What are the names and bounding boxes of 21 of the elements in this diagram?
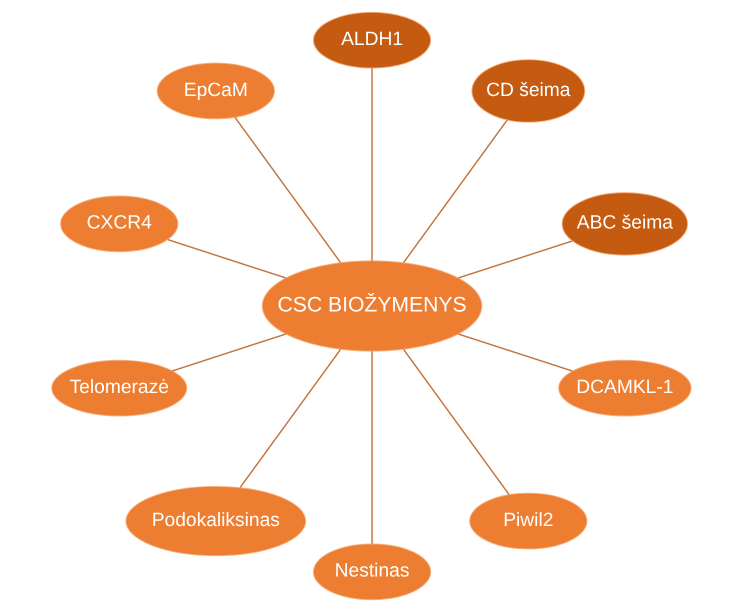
node-ellipse: ABC šeima — [561, 192, 688, 256]
connector — [167, 239, 286, 279]
node-ellipse: DCAMKL-1 — [558, 360, 692, 416]
connector — [234, 117, 341, 263]
node-ellipse: Piwil2 — [468, 492, 587, 550]
connector — [370, 351, 372, 544]
connector — [370, 68, 372, 261]
node-ellipse: Telomerazė — [50, 360, 187, 416]
connector — [402, 349, 510, 495]
connector — [239, 349, 341, 488]
node-ellipse: Podokaliksinas — [124, 486, 306, 556]
node-ellipse: CSC BIOŽYMENYS — [261, 260, 482, 352]
connector — [458, 240, 572, 279]
connector — [458, 333, 572, 372]
node-ellipse: CXCR4 — [60, 196, 178, 252]
node-ellipse: EpCaM — [156, 62, 274, 120]
connector — [172, 333, 286, 372]
node-ellipse: ALDH1 — [312, 12, 431, 69]
connector — [402, 120, 508, 263]
node-ellipse: Nestinas — [312, 543, 431, 600]
node-ellipse: CD šeima — [470, 59, 585, 123]
